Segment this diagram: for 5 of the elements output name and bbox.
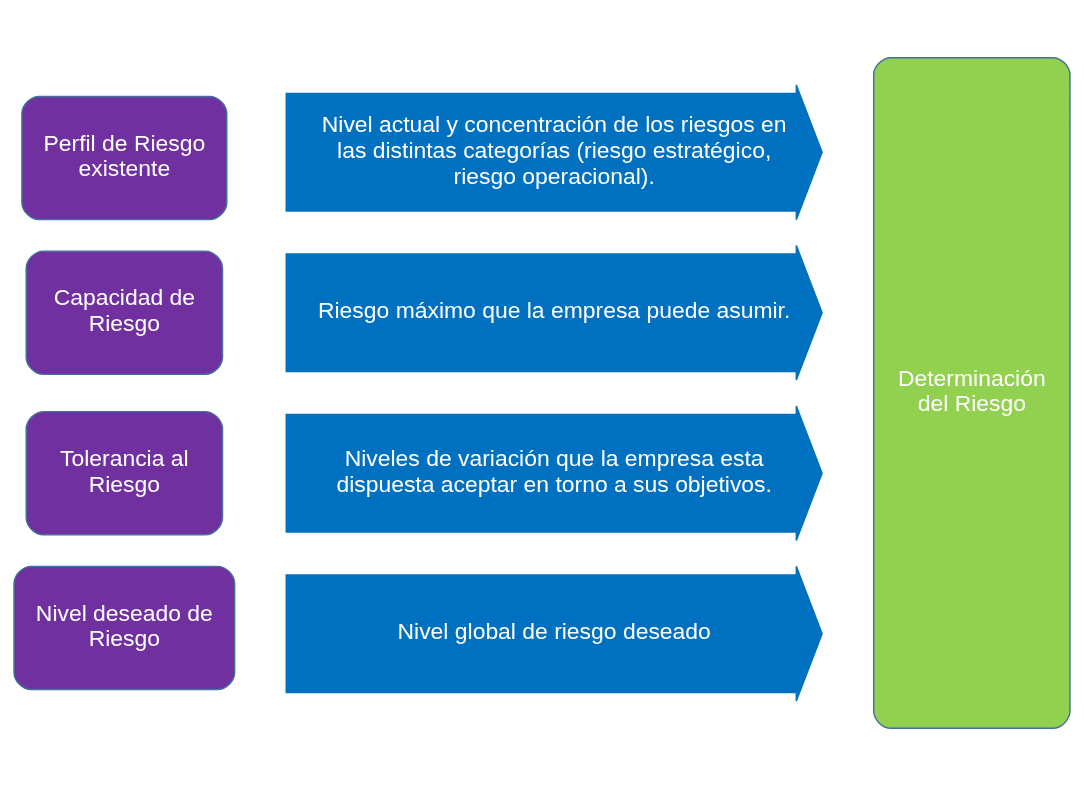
node-box: Capacidad de Riesgo (25, 249, 224, 375)
node-box: Nivel deseado de Riesgo (13, 565, 236, 690)
node-box: Perfil de Riesgo existente (21, 95, 228, 220)
node-box: Determinación del Riesgo (872, 56, 1071, 729)
node-box: Tolerancia al Riesgo (25, 410, 224, 536)
